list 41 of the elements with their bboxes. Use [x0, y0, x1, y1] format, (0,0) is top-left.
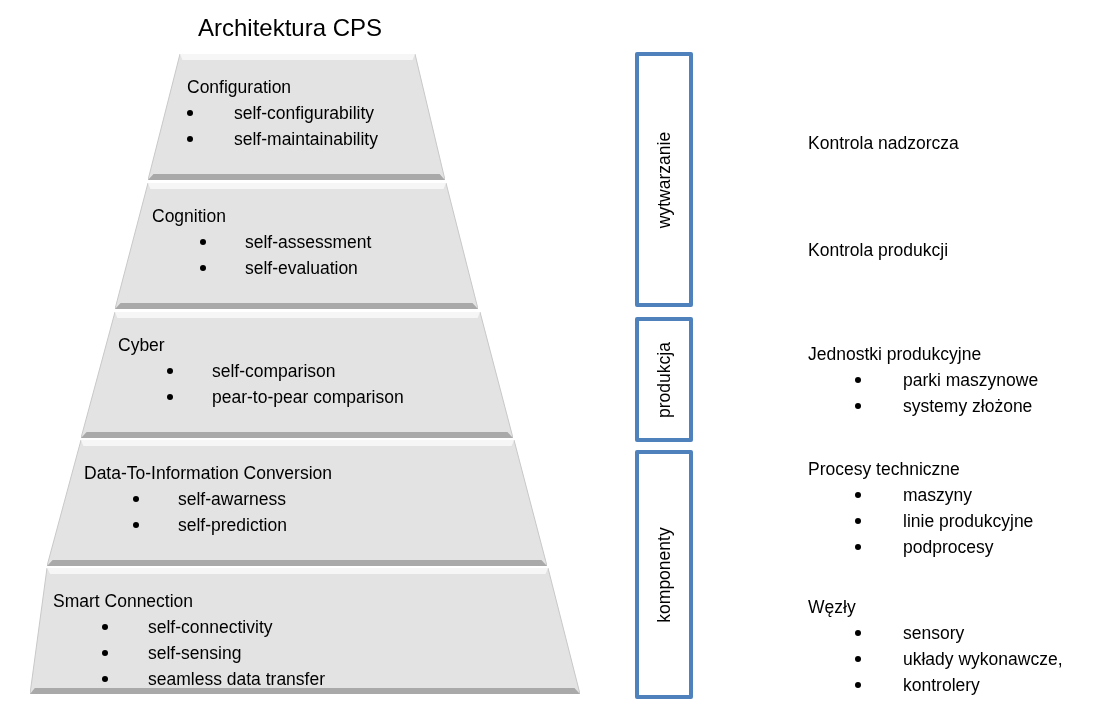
list-item: pear-to-pear comparison [212, 386, 404, 408]
list-item: sensory [903, 622, 965, 644]
category-box [635, 52, 693, 307]
layer-heading: Cyber [118, 334, 165, 356]
pyramid-layer [115, 183, 478, 309]
list-item: maszyny [903, 484, 973, 506]
list-item: self-maintainability [234, 128, 378, 150]
pyramid-layer [47, 440, 547, 566]
diagram-title: Architektura CPS [198, 14, 383, 42]
list-item: self-connectivity [148, 616, 273, 638]
pyramid-layer [81, 312, 513, 438]
list-item: self-prediction [178, 514, 287, 536]
list-item: układy wykonawcze, [903, 648, 1063, 670]
list-item: seamless data transfer [148, 668, 326, 690]
layer-heading: Configuration [187, 76, 292, 98]
layer-heading: Data-To-Information Conversion [84, 462, 333, 484]
list-item: kontrolery [903, 674, 980, 696]
category-box [635, 450, 693, 699]
level-label: Kontrola nadzorcza [808, 132, 959, 154]
category-label: komponenty [653, 526, 675, 623]
level-label: Procesy techniczne [808, 458, 960, 480]
layer-heading: Cognition [152, 205, 226, 227]
list-item: parki maszynowe [903, 369, 1039, 391]
list-item: self-awarness [178, 488, 286, 510]
list-item: self-assessment [245, 231, 372, 253]
level-label: Jednostki produkcyjne [808, 343, 982, 365]
layer-heading: Smart Connection [53, 590, 194, 612]
level-label: Węzły [808, 596, 856, 618]
category-label: wytwarzanie [653, 131, 675, 228]
pyramid-layer [148, 54, 445, 180]
pyramid-layer [30, 568, 580, 694]
list-item: podprocesy [903, 536, 994, 558]
list-item: self-sensing [148, 642, 242, 664]
list-item: systemy złożone [903, 395, 1033, 417]
level-label: Kontrola produkcji [808, 239, 949, 261]
category-box [635, 317, 693, 442]
list-item: self-configurability [234, 102, 375, 124]
list-item: linie produkcyjne [903, 510, 1034, 532]
list-item: self-evaluation [245, 257, 358, 279]
category-label: produkcja [653, 341, 675, 418]
list-item: self-comparison [212, 360, 336, 382]
